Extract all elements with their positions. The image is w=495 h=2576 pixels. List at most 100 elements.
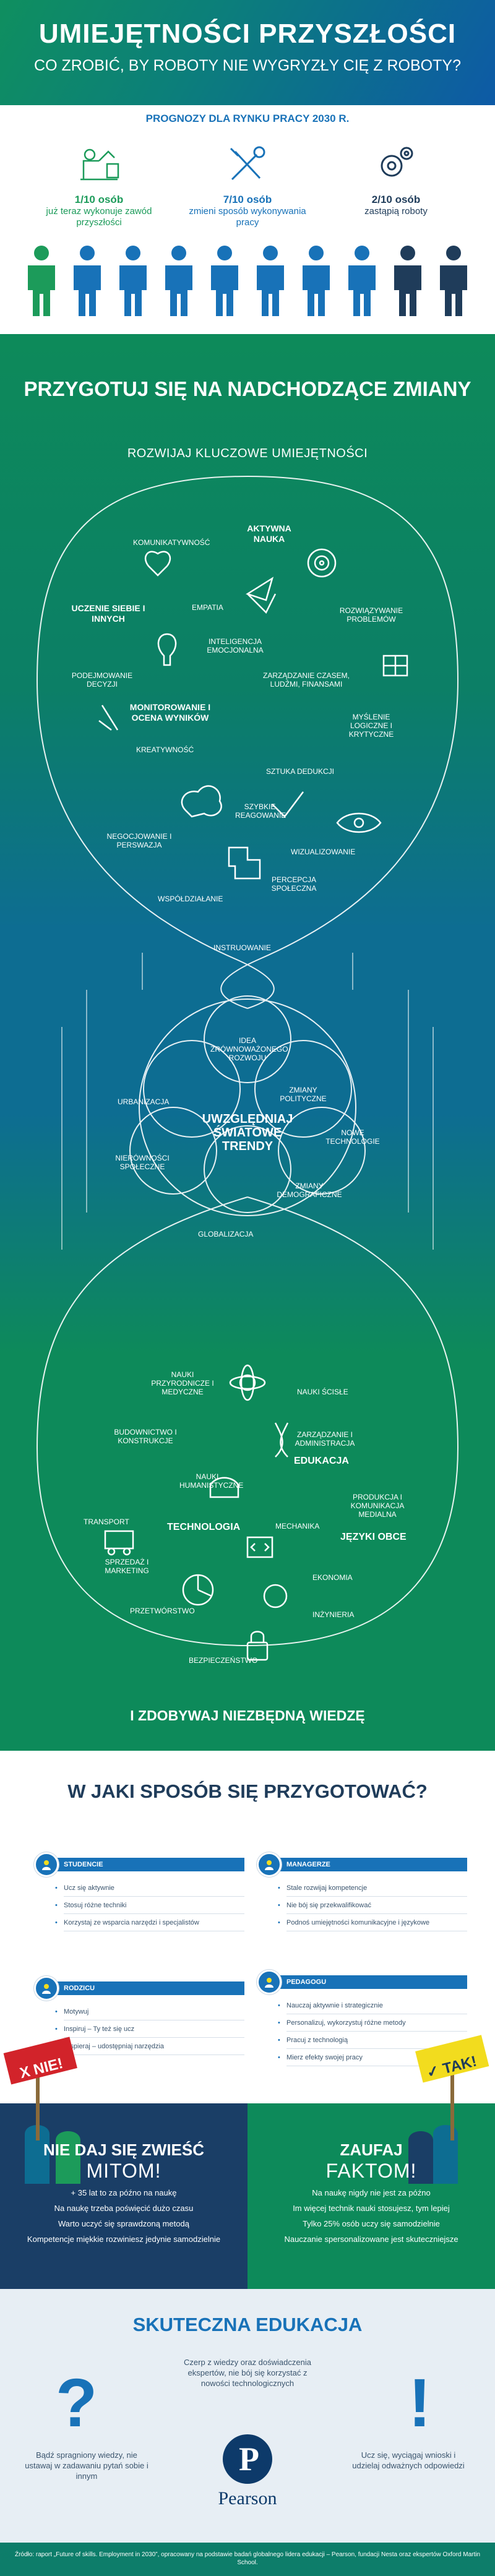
hourglass-outline <box>36 476 459 1661</box>
stat-robots: 2/10 osób zastąpią roboty <box>328 142 464 217</box>
knowledge-label: BUDOWNICTWO I KONSTRUKCJE <box>114 1428 177 1445</box>
skill-label: INTELIGENCJA EMOCJONALNA <box>207 637 264 655</box>
trend-label: URBANIZACJA <box>118 1097 170 1106</box>
gears-icon <box>381 147 413 177</box>
trend-label: NOWE TECHNOLOGIE <box>325 1128 380 1146</box>
prepare-heading: PRZYGOTUJ SIĘ NA NADCHODZĄCE ZMIANY <box>24 377 471 400</box>
skill-label: SZYBKIE REAGOWANIE <box>235 802 286 820</box>
header-banner: UMIEJĘTNOŚCI PRZYSZŁOŚCI CO ZROBIĆ, BY R… <box>0 0 495 105</box>
card-teacher: PEDAGOGU Nauczaj aktywnie i strategiczni… <box>257 1970 467 2066</box>
card-label: STUDENCIE <box>53 1858 244 1871</box>
card-manager: MANAGERZE Stale rozwijaj kompetencje Nie… <box>257 1852 467 1931</box>
person-icon <box>440 246 467 316</box>
stat-value: 1/10 osób <box>74 194 124 205</box>
skill-label: PERCEPCJA SPOŁECZNA <box>271 875 317 893</box>
card-parent: RODZICU Motywuj Inspiruj – Ty też się uc… <box>34 1976 244 2055</box>
knowledge-title: I ZDOBYWAJ NIEZBĘDNĄ WIEDZĘ <box>130 1707 365 1724</box>
skill-label: WSPÓŁDZIAŁANIE <box>158 895 223 903</box>
protest-crowd <box>3 2035 489 2184</box>
how-title: W JAKI SPOSÓB SIĘ PRZYGOTOWAĆ? <box>67 1780 428 1802</box>
myth-line: Warto uczyć się sprawdzoną metodą <box>58 2219 189 2228</box>
trend-label: ZMIANY POLITYCZNE <box>280 1086 327 1103</box>
knowledge-label: ZARZĄDZANIE I ADMINISTRACJA <box>295 1430 355 1448</box>
fact-line: Nauczanie spersonalizowane jest skuteczn… <box>284 2235 458 2244</box>
list-item: Ucz się aktywnie <box>55 1879 244 1897</box>
pearson-brand: Pearson <box>218 2488 277 2509</box>
person-icon <box>303 246 330 316</box>
skill-label: SZTUKA DEDUKCJI <box>266 767 335 776</box>
edu-center-text: Czerp z wiedzy oraz doświadczenia eksper… <box>184 2358 311 2388</box>
stat-value: 2/10 osób <box>371 194 421 205</box>
stat-change-work: 7/10 osób zmieni sposób wykonywania prac… <box>179 142 316 228</box>
knowledge-label: NAUKI PRZYRODNICZE I MEDYCZNE <box>151 1370 214 1396</box>
skill-label: UCZENIE SIEBIE I INNYCH <box>71 603 145 624</box>
trend-label: ZMIANY DEMOGRAFICZNE <box>277 1182 342 1199</box>
facts-block: ZAUFAJ FAKTOM! Na naukę nigdy nie jest z… <box>272 2140 470 2244</box>
skill-label: PODEJMOWANIE DECYZJI <box>71 671 133 689</box>
myth-line: Kompetencje miękkie rozwiniesz jedynie s… <box>27 2235 221 2244</box>
fact-line: Na naukę nigdy nie jest za późno <box>312 2188 431 2197</box>
facts-title: ZAUFAJ <box>340 2140 403 2159</box>
skills-title: ROZWIJAJ KLUCZOWE UMIEJĘTNOŚCI <box>127 447 368 460</box>
manager-avatar-icon <box>257 1852 282 1877</box>
list-item: Mierz efekty swojej pracy <box>278 2049 467 2066</box>
person-icon <box>394 246 421 316</box>
myths-subtitle: MITOM! <box>86 2160 161 2182</box>
knowledge-label: INŻYNIERIA <box>312 1610 355 1619</box>
student-avatar-icon <box>34 1852 59 1877</box>
knowledge-label: NAUKI ŚCISŁE <box>297 1388 348 1396</box>
stat-text: zmieni sposób wykonywania pracy <box>189 206 306 228</box>
person-icon <box>211 246 238 316</box>
stat-text: już teraz wykonuje zawód przyszłości <box>46 206 152 228</box>
teacher-avatar-icon <box>257 1970 282 1994</box>
knowledge-label: BEZPIECZEŃSTWO <box>189 1656 258 1665</box>
sign-left-board <box>3 2037 77 2085</box>
main-section: PRZYGOTUJ SIĘ NA NADCHODZĄCE ZMIANY ROZW… <box>0 334 495 1751</box>
trends-title: UWZGLĘDNIAJ ŚWIATOWE TRENDY <box>202 1112 293 1153</box>
myth-line: + 35 lat to za późno na naukę <box>71 2188 177 2197</box>
stat-value: 7/10 osób <box>223 194 272 205</box>
person-icon <box>119 246 147 316</box>
card-label: MANAGERZE <box>275 1858 467 1871</box>
fact-line: Im więcej technik nauki stosujesz, tym l… <box>293 2204 450 2213</box>
myths-block: NIE DAJ SIĘ ZWIEŚĆ MITOM! + 35 lat to za… <box>25 2140 223 2244</box>
card-label: RODZICU <box>53 1981 244 1995</box>
pearson-logo-icon: P <box>223 2434 272 2484</box>
list-item: Nauczaj aktywnie i strategicznie <box>278 1997 467 2014</box>
knowledge-label: EKONOMIA <box>312 1573 353 1582</box>
knowledge-label: NAUKI HUMANISTYCZNE <box>179 1472 244 1490</box>
card-student: STUDENCIE Ucz się aktywnie Stosuj różne … <box>34 1852 244 1931</box>
stat-text: zastąpią roboty <box>364 206 428 217</box>
edu-left-text: Bądź spragniony wiedzy, nie ustawaj w za… <box>25 2450 148 2481</box>
forecast-section: PROGNOZY DLA RYNKU PRACY 2030 R. 1/10 os… <box>0 105 495 334</box>
trend-label: IDEA ZRÓWNOWAŻONEGO ROZWOJU <box>210 1036 288 1062</box>
skill-label: WIZUALIZOWANIE <box>291 848 356 856</box>
trend-label: GLOBALIZACJA <box>198 1230 254 1239</box>
people-row <box>28 246 467 316</box>
stat-future-jobs: 1/10 osób już teraz wykonuje zawód przys… <box>31 142 167 228</box>
skill-label: EMPATIA <box>192 603 223 612</box>
knowledge-label: PRODUKCJA I KOMUNIKACJA MEDIALNA <box>350 1493 405 1519</box>
trend-label: NIERÓWNOŚCI SPOŁECZNE <box>115 1154 170 1171</box>
skill-label: ZARZĄDZANIE CZASEM, LUDŹMI, FINANSAMI <box>262 671 350 689</box>
parent-avatar-icon <box>34 1976 59 2001</box>
list-item: Motywuj <box>55 2003 244 2020</box>
list-item: Korzystaj ze wsparcia narzędzi i specjal… <box>55 1914 244 1931</box>
effective-education-section: SKUTECZNA EDUKACJA ? ! Bądź spragniony w… <box>0 2289 495 2543</box>
question-mark-icon: ? <box>56 2365 98 2441</box>
myth-line: Na naukę trzeba poświęcić dużo czasu <box>54 2204 194 2213</box>
skill-label: ROZWIĄZYWANIE PROBLEMÓW <box>339 606 403 624</box>
knowledge-label: JĘZYKI OBCE <box>340 1532 407 1542</box>
person-icon <box>74 246 101 316</box>
card-label: PEDAGOGU <box>275 1975 467 1989</box>
skill-label: AKTYWNA NAUKA <box>247 523 291 544</box>
person-icon <box>165 246 192 316</box>
list-item: Stale rozwijaj kompetencje <box>278 1879 467 1897</box>
knowledge-label: SPRZEDAŻ I MARKETING <box>105 1558 149 1575</box>
edu-right-text: Ucz się, wyciągaj wnioski i udzielaj odw… <box>352 2450 465 2470</box>
fact-line: Tylko 25% osób uczy się samodzielnie <box>303 2219 440 2228</box>
person-icon <box>28 246 55 316</box>
knowledge-label: MECHANIKA <box>275 1522 320 1531</box>
knowledge-label: TECHNOLOGIA <box>167 1522 241 1532</box>
knowledge-label: EDUKACJA <box>294 1456 349 1466</box>
